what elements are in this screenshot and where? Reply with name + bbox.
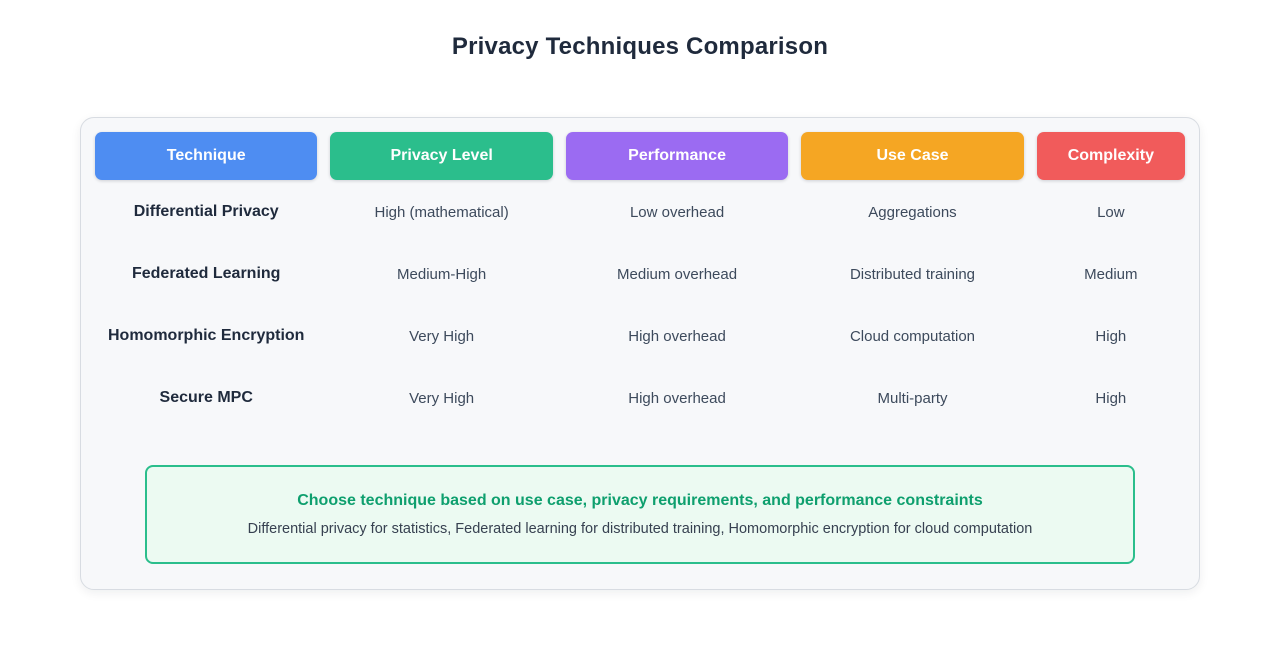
cell-technique: Homomorphic Encryption [107, 327, 305, 344]
table-row: Differential Privacy High (mathematical)… [95, 181, 1185, 243]
cell-performance: High overhead [628, 389, 726, 407]
cell-use-case: Multi-party [877, 389, 948, 407]
cell-performance: High overhead [628, 327, 726, 345]
page-title: Privacy Techniques Comparison [451, 33, 829, 60]
cell-technique: Secure MPC [159, 389, 253, 406]
cell-technique: Differential Privacy [133, 203, 279, 220]
cell-use-case: Aggregations [868, 203, 957, 221]
table-row: Secure MPC Very High High overhead Multi… [95, 367, 1185, 429]
recommendation-note: Choose technique based on use case, priv… [145, 465, 1135, 564]
column-header-performance: Performance [565, 132, 789, 180]
column-header-privacy-level: Privacy Level [330, 132, 553, 180]
cell-complexity: High [1095, 389, 1127, 407]
cell-performance: Medium overhead [617, 265, 738, 283]
table-row: Federated Learning Medium-High Medium ov… [95, 243, 1185, 305]
column-header-use-case: Use Case [801, 132, 1024, 180]
cell-complexity: Medium [1084, 265, 1138, 283]
table-row: Homomorphic Encryption Very High High ov… [95, 305, 1185, 367]
header-row: Technique Privacy Level Performance Use … [95, 132, 1185, 180]
cell-privacy-level: Very High [409, 389, 475, 407]
cell-complexity: High [1095, 327, 1127, 345]
cell-privacy-level: High (mathematical) [374, 203, 509, 221]
note-subtitle: Differential privacy for statistics, Fed… [247, 521, 1033, 537]
cell-complexity: Low [1097, 203, 1125, 221]
cell-technique: Federated Learning [131, 265, 281, 282]
cell-privacy-level: Very High [409, 327, 475, 345]
cell-privacy-level: Medium-High [397, 265, 487, 283]
cell-use-case: Distributed training [849, 265, 976, 283]
note-title: Choose technique based on use case, priv… [297, 492, 983, 509]
cell-performance: Low overhead [629, 203, 725, 221]
comparison-panel: Technique Privacy Level Performance Use … [80, 117, 1200, 590]
cell-use-case: Cloud computation [849, 327, 976, 345]
column-header-complexity: Complexity [1036, 132, 1185, 180]
column-header-technique: Technique [95, 132, 318, 180]
